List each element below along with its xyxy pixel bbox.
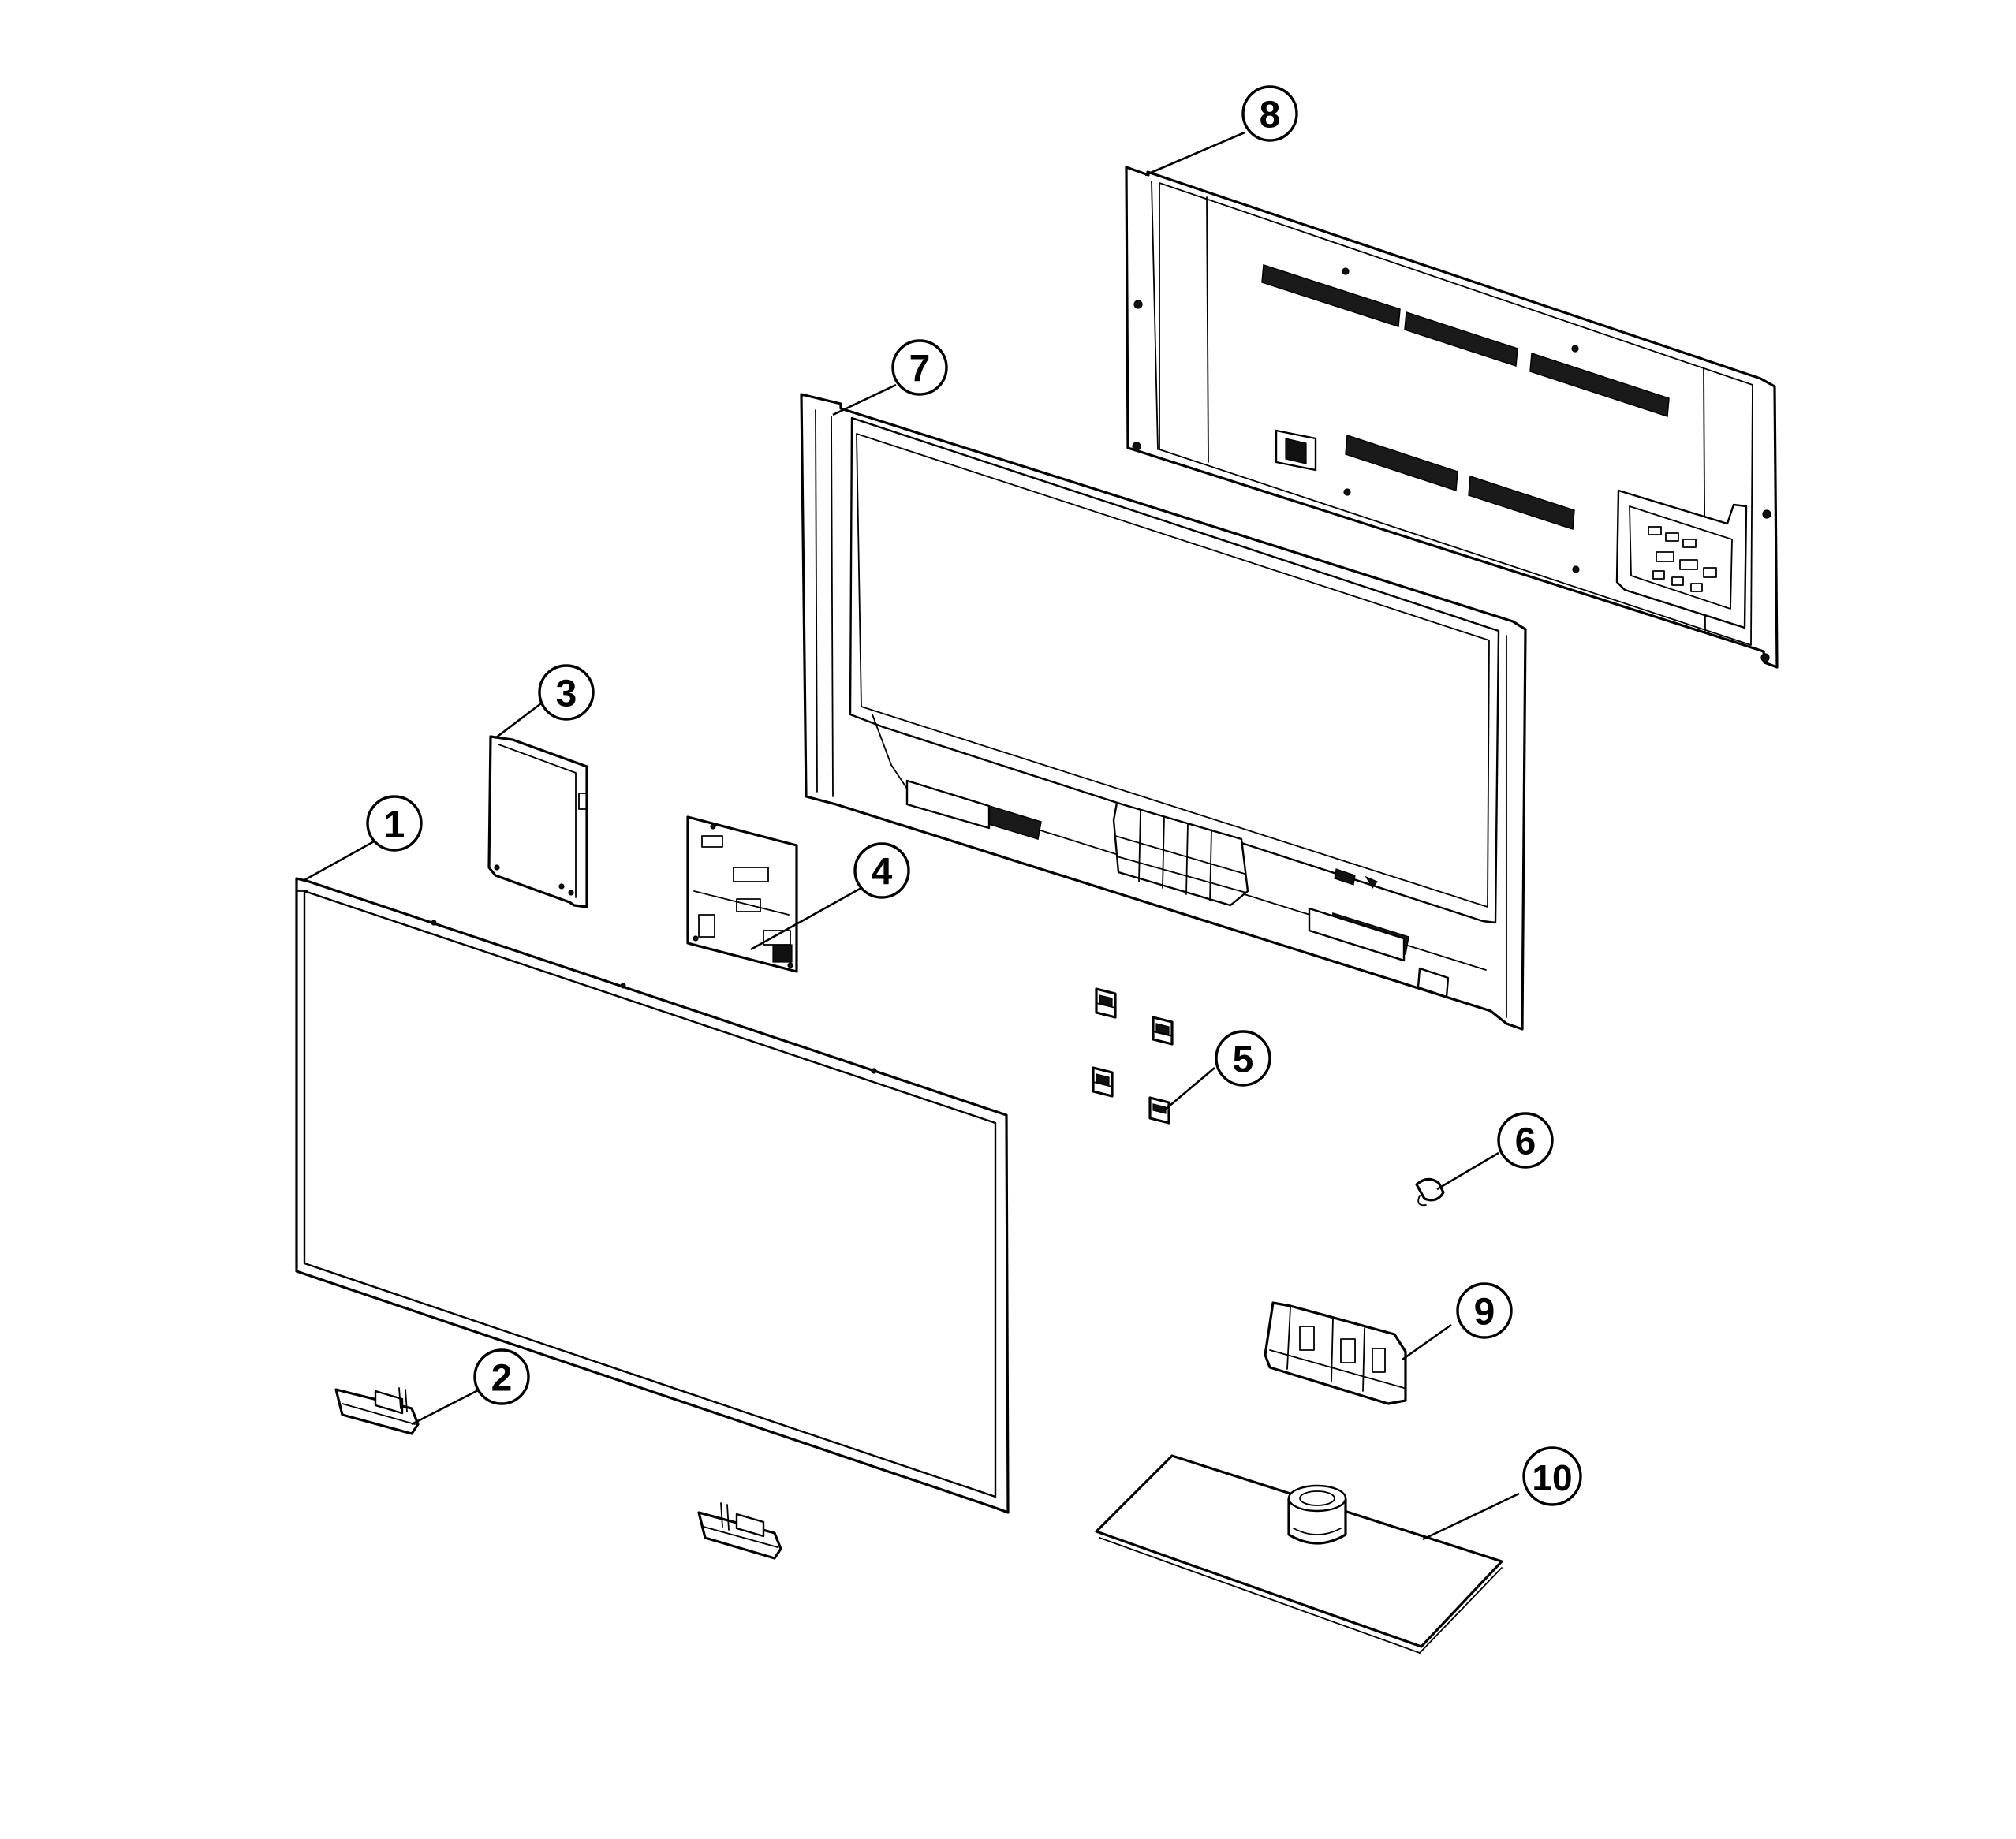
callout-number: 8 [1260,95,1281,136]
callout-5: 5 [1215,1030,1271,1087]
callout-6: 6 [1497,1112,1554,1169]
leader-line-7 [832,383,897,416]
stand-neck-part [1264,1301,1407,1405]
callout-number: 2 [491,1358,513,1400]
bracket-part-a [1095,987,1117,1019]
callout-2: 2 [473,1348,530,1405]
callout-4: 4 [853,842,910,899]
callout-8: 8 [1241,85,1298,142]
bracket-part-c [1092,1066,1114,1098]
cable-clip-part [1415,1177,1445,1207]
main-board-part [686,815,798,973]
power-board-part [487,735,588,908]
callout-10: 10 [1522,1446,1582,1506]
stand-base-part [1095,1454,1503,1654]
callout-7: 7 [891,339,948,396]
bracket-part-d [1148,1096,1170,1125]
leader-line-2 [411,1388,480,1426]
speaker-part-right [697,1502,782,1560]
callout-number: 9 [1474,1292,1495,1334]
callout-number: 10 [1532,1457,1572,1498]
leader-line-3 [495,702,542,740]
leader-line-6 [1436,1151,1499,1191]
leader-line-5 [1163,1067,1215,1111]
callout-number: 7 [909,349,931,390]
callout-3: 3 [538,664,595,721]
callout-number: 3 [556,673,577,715]
callout-number: 1 [384,804,405,846]
rear-cover-part [1125,166,1779,669]
speaker-part-left [334,1387,420,1435]
lcd-panel-part [295,877,1010,1514]
leader-line-9 [1402,1323,1452,1361]
leader-lines [304,131,1520,1541]
bracket-part-b [1152,1016,1174,1046]
callout-1: 1 [366,795,423,852]
callout-number: 4 [872,852,893,893]
leader-line-10 [1422,1492,1520,1541]
callout-number: 5 [1233,1039,1254,1081]
callout-number: 6 [1515,1121,1536,1163]
leader-line-4 [750,886,862,951]
leader-line-1 [304,839,376,882]
front-bezel-part [800,393,1527,1031]
leader-line-8 [1144,131,1245,177]
callout-9: 9 [1456,1282,1513,1339]
